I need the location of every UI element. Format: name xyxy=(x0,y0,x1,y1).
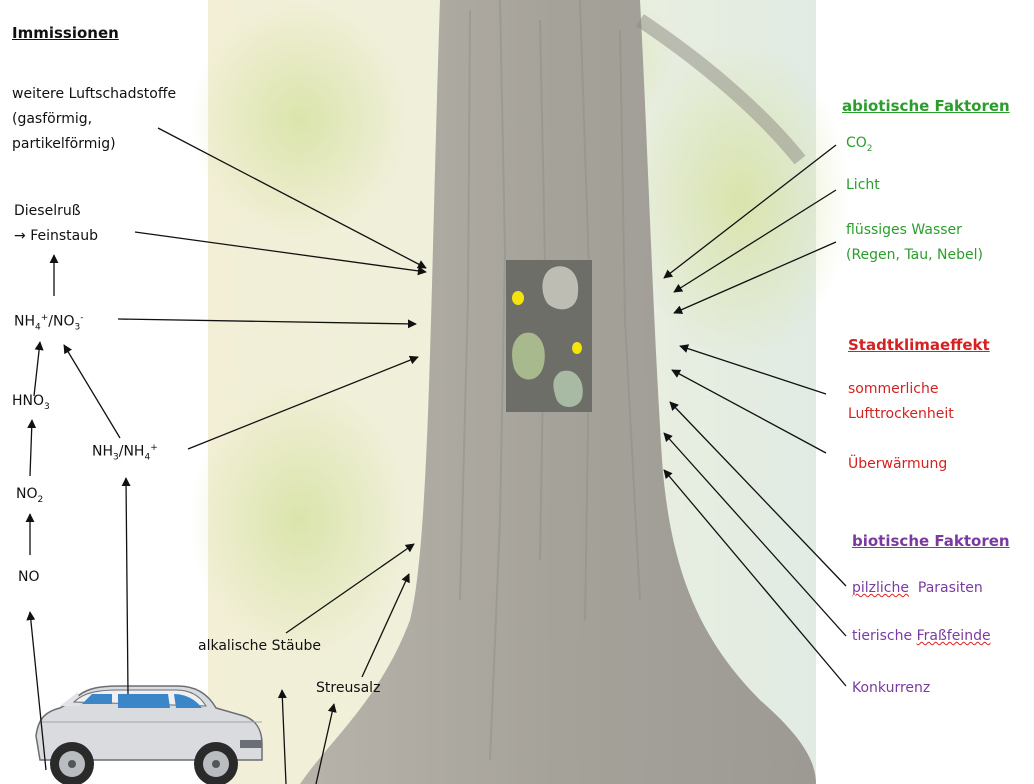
arrow-bottom-to-streusalz xyxy=(316,704,334,784)
label-wasser-line2: (Regen, Tau, Nebel) xyxy=(846,243,983,268)
label-nh3-nh4: NH3/NH4+ xyxy=(92,436,158,470)
arrow-wasser xyxy=(674,242,836,313)
label-ueberwaermung: Überwärmung xyxy=(848,452,947,477)
arrow-nh4no3 xyxy=(118,319,416,324)
label-alkalische-staeube: alkalische Stäube xyxy=(198,634,321,659)
arrow-licht xyxy=(674,190,836,292)
label-no2: NO2 xyxy=(16,482,43,513)
label-sommer-line2: Lufttrockenheit xyxy=(848,402,954,427)
label-frass-word: Fraßfeinde xyxy=(917,628,991,644)
label-pilz-word: pilzliche xyxy=(852,580,909,596)
label-diesel-line2: Feinstaub xyxy=(30,228,98,244)
arrow-streusalz xyxy=(362,574,409,677)
label-fluessiges-wasser: flüssiges Wasser (Regen, Tau, Nebel) xyxy=(846,218,983,268)
arrow-car-to-no xyxy=(30,612,46,770)
heading-abiotische-faktoren: abiotische Faktoren xyxy=(842,94,1010,119)
arrow-pilz xyxy=(670,402,846,586)
heading-biotische-faktoren: biotische Faktoren xyxy=(852,529,1010,554)
label-no: NO xyxy=(18,565,40,590)
label-pilzliche-parasiten: pilzliche Parasiten xyxy=(852,576,983,601)
arrow-no2-to-hno3 xyxy=(30,420,32,476)
arrow-right-glyph: → xyxy=(14,228,26,244)
arrow-ueber xyxy=(672,370,826,453)
label-weitere-line3: partikelförmig) xyxy=(12,132,176,157)
label-hno3: HNO3 xyxy=(12,389,50,420)
arrow-car-to-nh3 xyxy=(126,478,128,694)
arrow-tier xyxy=(664,433,846,636)
arrow-co2 xyxy=(664,145,836,278)
arrow-nh3nh4 xyxy=(188,357,418,449)
arrow-bottom-to-alkalische xyxy=(282,690,286,784)
arrow-alkalische xyxy=(286,544,414,633)
arrow-dieselruss xyxy=(135,232,426,272)
arrow-konkurrenz xyxy=(664,470,846,686)
label-dieselruss: Dieselruß → Feinstaub xyxy=(14,199,98,249)
label-weitere-line1: weitere Luftschadstoffe xyxy=(12,82,176,107)
label-co2: CO2 xyxy=(846,131,873,162)
label-weitere-line2: (gasförmig, xyxy=(12,107,176,132)
arrow-weitere xyxy=(158,128,426,268)
arrow-nh3-to-nh4 xyxy=(64,345,120,438)
label-konkurrenz: Konkurrenz xyxy=(852,676,930,701)
heading-stadtklimaeffekt: Stadtklimaeffekt xyxy=(848,333,990,358)
heading-immissionen: Immissionen xyxy=(12,21,119,46)
label-streusalz: Streusalz xyxy=(316,676,380,701)
label-tierische-frassfeinde: tierische Fraßfeinde xyxy=(852,624,991,649)
label-licht: Licht xyxy=(846,173,880,198)
label-diesel-line1: Dieselruß xyxy=(14,199,98,224)
arrow-hno3-to-nh4 xyxy=(34,342,40,396)
label-wasser-line1: flüssiges Wasser xyxy=(846,218,983,243)
label-weitere-luftschadstoffe: weitere Luftschadstoffe (gasförmig, part… xyxy=(12,82,176,157)
label-sommerliche-lufttrockenheit: sommerliche Lufttrockenheit xyxy=(848,377,954,427)
label-nh4-no3: NH4+/NO3- xyxy=(14,306,83,340)
label-sommer-line1: sommerliche xyxy=(848,377,954,402)
